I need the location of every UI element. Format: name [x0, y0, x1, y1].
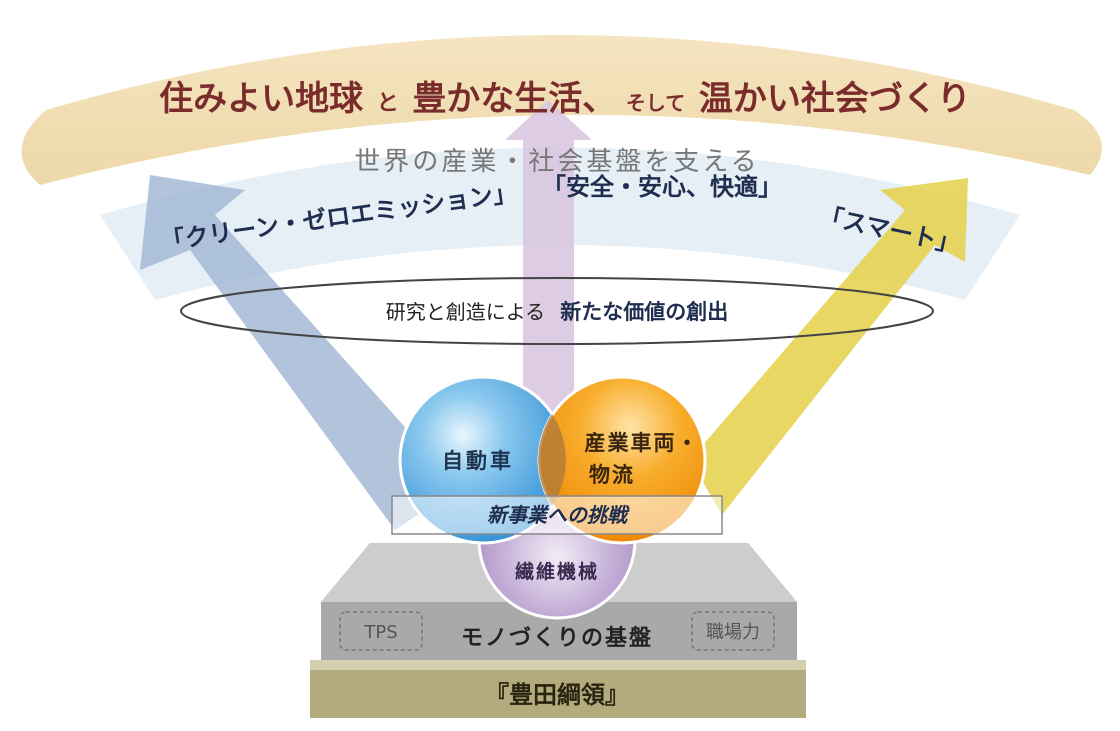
yellow-arrow: [690, 178, 968, 515]
workplace-badge: [691, 611, 775, 651]
industrial-label-2: 物流: [589, 463, 635, 487]
base-platform-top: [310, 660, 806, 670]
value-safe: 「安全・安心、快適」: [542, 173, 782, 201]
overlap-lens: [538, 414, 566, 506]
new-business-box: [391, 495, 723, 535]
foundation-front: [321, 602, 797, 660]
base-platform: [310, 670, 806, 718]
band-heading: 世界の産業・社会基盤を支える: [354, 147, 759, 177]
tps-label: TPS: [363, 622, 397, 643]
industrial-label-1: 産業車両・: [585, 431, 700, 455]
purple-arrow: [505, 100, 592, 470]
toyoda-precepts-label: 『豊田綱領』: [485, 681, 629, 709]
creation-text: 研究と創造による 新たな価値の創出: [386, 300, 729, 324]
workplace-label: 職場力: [706, 622, 760, 643]
creation-ellipse: [180, 277, 934, 345]
banner-arc: [21, 35, 1102, 185]
automobile-label: 自動車: [442, 449, 514, 473]
textile-label: 繊維機械: [515, 560, 599, 583]
banner-title: 住みよい地球 と 豊かな生活、 そして 温かい社会づくり: [159, 79, 971, 119]
new-business-label: 新事業への挑戦: [487, 503, 630, 527]
foundation-label: モノづくりの基盤: [461, 625, 653, 651]
tps-badge: [339, 611, 423, 651]
blue-arrow: [140, 175, 440, 530]
